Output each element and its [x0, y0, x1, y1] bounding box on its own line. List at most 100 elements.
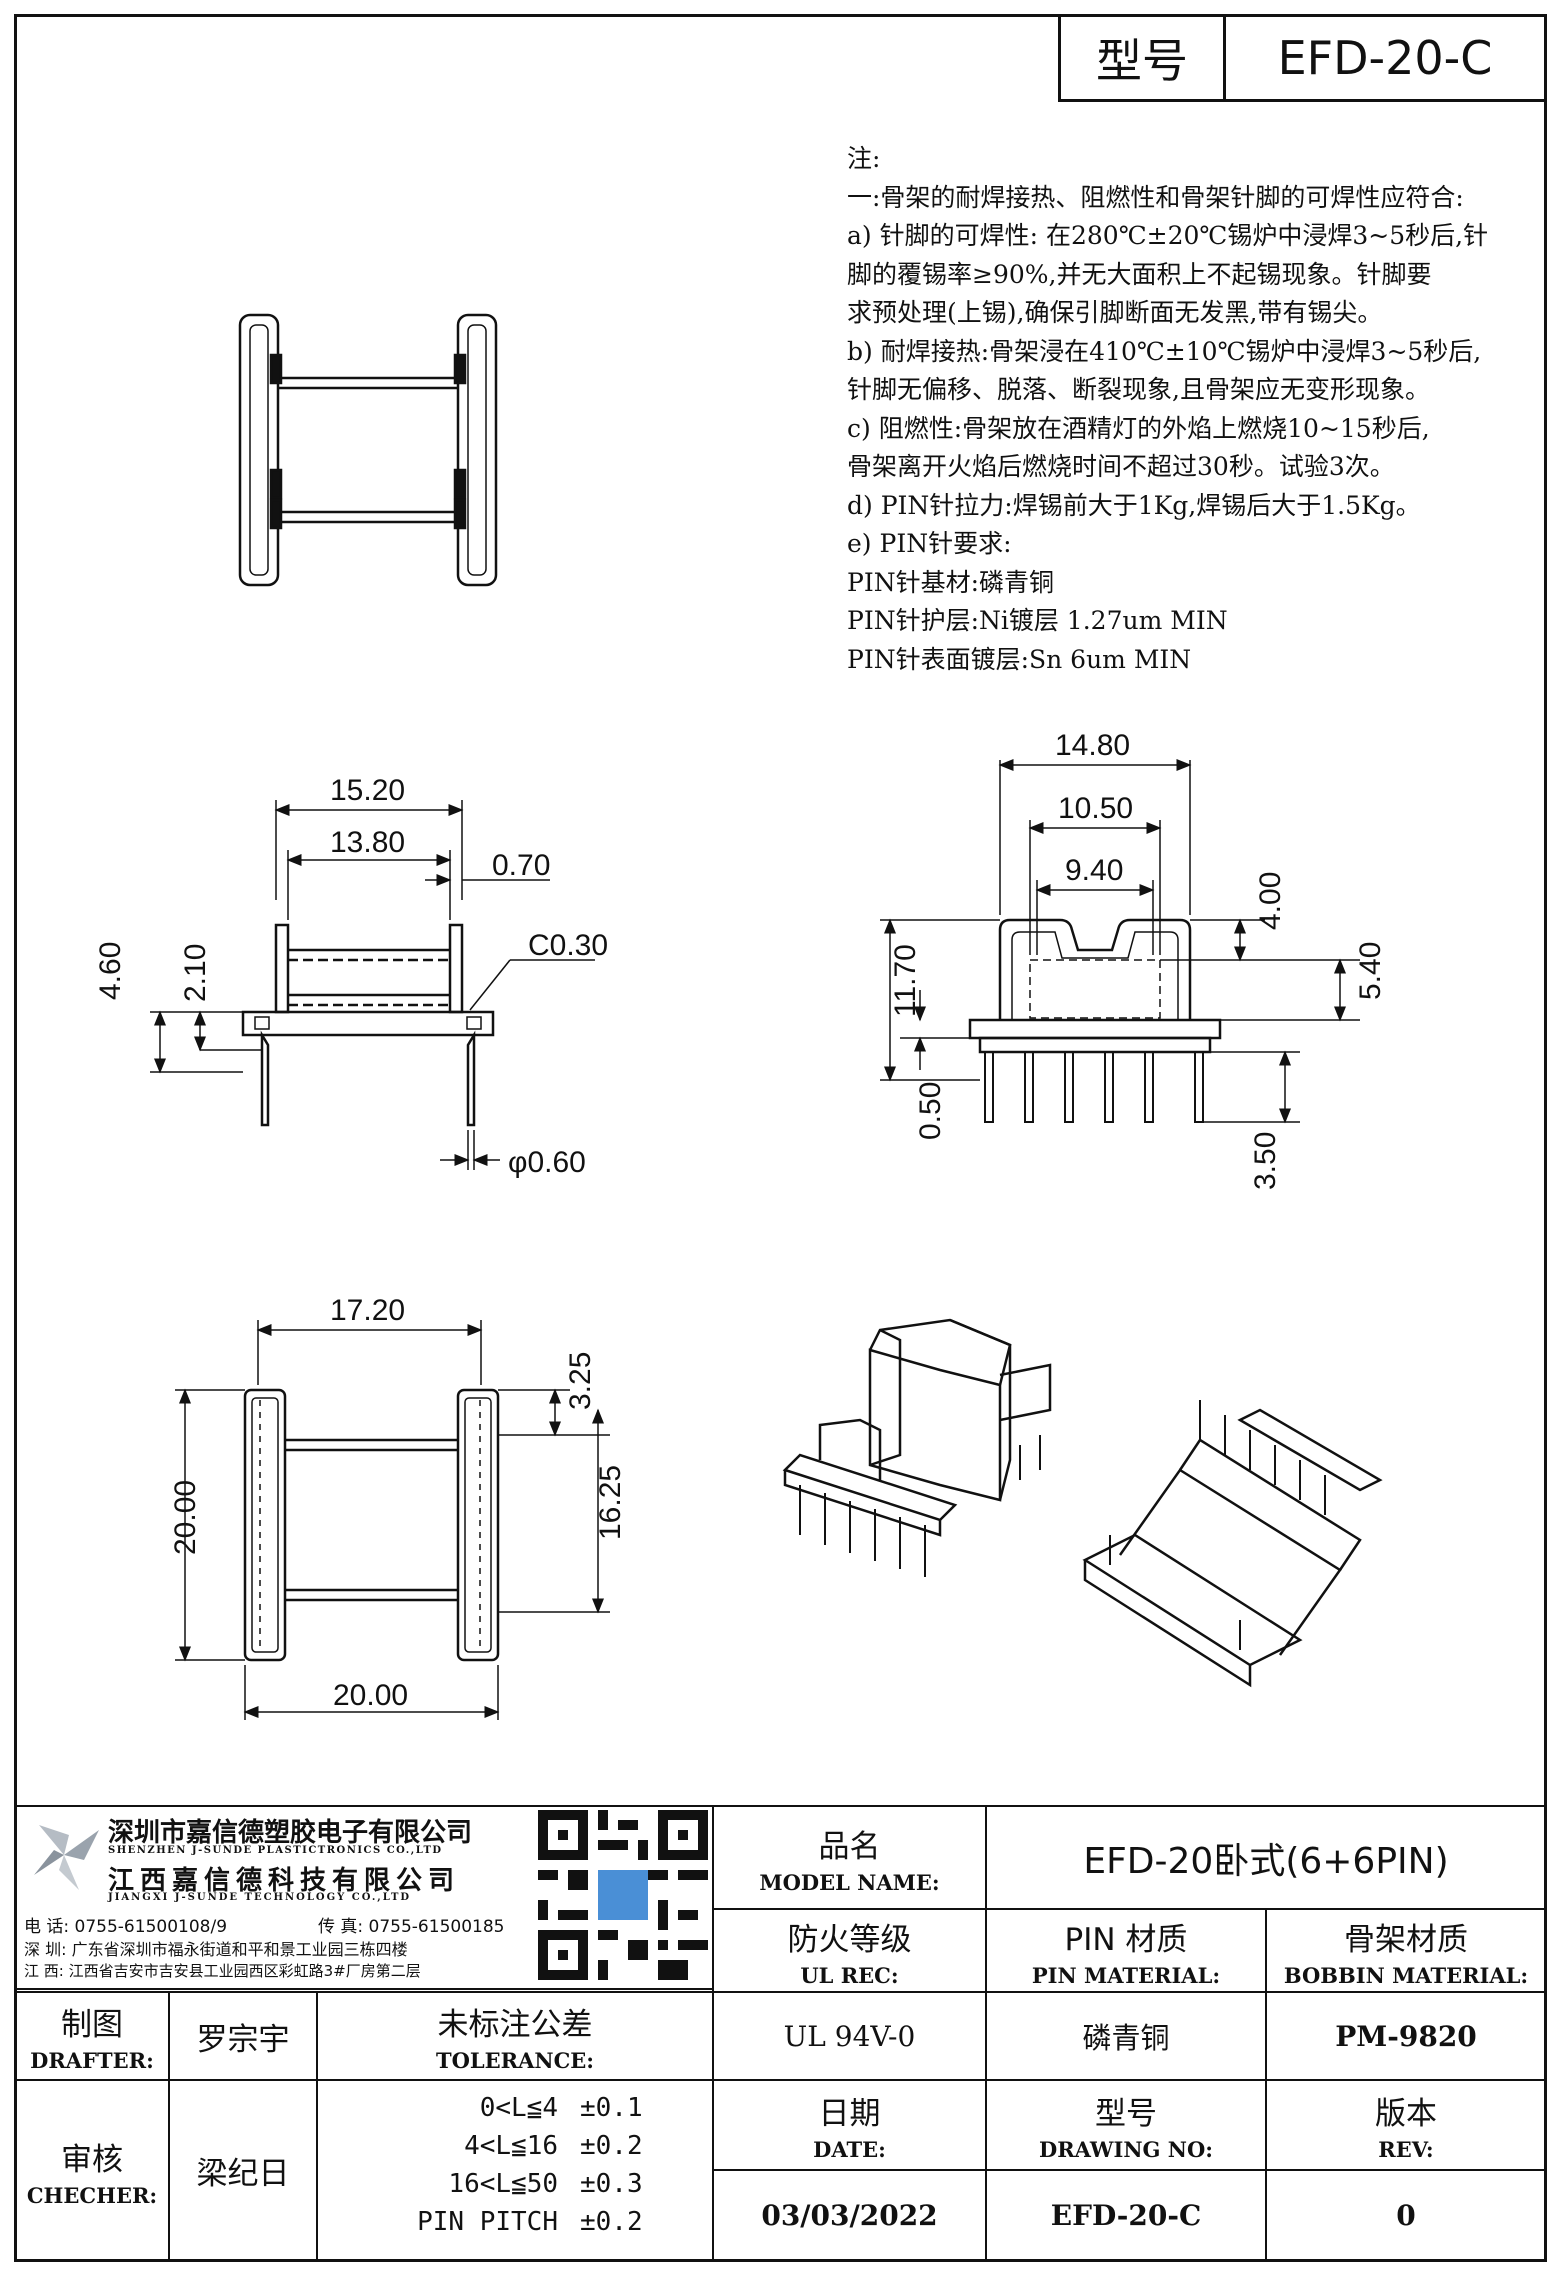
ul-en: UL REC: [800, 1962, 899, 1988]
front-view [150, 800, 595, 1170]
title-value-box: EFD-20-C [1223, 14, 1547, 102]
rev-en: REV: [1378, 2137, 1434, 2162]
company-name-jx-en: JIANGXI J-SUNDE TECHNOLOGY CO.,LTD [108, 1892, 412, 1903]
model-name-en: MODEL NAME: [759, 1869, 940, 1895]
dim-front-t: 0.70 [492, 849, 550, 882]
tolerance-value: ±0.2 [580, 2131, 643, 2161]
dim-side-w2: 10.50 [1058, 792, 1133, 825]
drawing-label-cell: 型号 DRAWING NO: [985, 2079, 1267, 2171]
title-label-box: 型号 [1058, 14, 1226, 102]
notes-block: 注: 一:骨架的耐焊接热、阻燃性和骨架针脚的可焊性应符合: a) 针脚的可焊性:… [847, 140, 1527, 679]
drafter-en: DRAFTER: [30, 2048, 154, 2073]
note-line: PIN针护层:Ni镀层 1.27um MIN [847, 606, 1228, 635]
tolerance-value: ±0.3 [580, 2169, 643, 2199]
rev-cn: 版本 [1375, 2096, 1437, 2132]
bobbin-value-cell: PM-9820 [1265, 1991, 1547, 2081]
tolerance-en: TOLERANCE: [435, 2048, 595, 2073]
rev-value: 0 [1396, 2199, 1416, 2232]
dim-side-h1: 4.00 [1254, 872, 1287, 930]
note-line: d) PIN针拉力:焊锡前大于1Kg,焊锡后大于1.5Kg。 [847, 490, 1421, 520]
top-view [238, 313, 498, 587]
company-name-sz-en: SHENZHEN J-SUNDE PLASTICTRONICS CO.,LTD [108, 1845, 443, 1856]
date-cn: 日期 [818, 2096, 881, 2132]
tolerance-label-cell: 未标注公差 TOLERANCE: [316, 1991, 714, 2081]
note-line: PIN针表面镀层:Sn 6um MIN [847, 644, 1192, 674]
dim-front-chamfer: C0.30 [528, 929, 608, 962]
pin-en: PIN MATERIAL: [1031, 1962, 1221, 1988]
pin-value: 磷青铜 [1082, 2021, 1170, 2055]
dim-side-h2: 5.40 [1354, 942, 1387, 1000]
ul-value: UL 94V-0 [783, 2019, 916, 2053]
dim-side-h-total: 11.70 [889, 944, 922, 1017]
note-line: c) 阻燃性:骨架放在酒精灯的外焰上燃烧10~15秒后, [847, 413, 1430, 443]
qr-code [538, 1810, 708, 1980]
note-line: b) 耐焊接热:骨架浸在410℃±10℃锡炉中浸焊3~5秒后, [847, 336, 1482, 366]
note-line: 针脚无偏移、脱落、断裂现象,且骨架应无变形现象。 [847, 375, 1430, 404]
ul-value-cell: UL 94V-0 [712, 1991, 987, 2081]
rev-label-cell: 版本 REV: [1265, 2079, 1547, 2171]
date-value-cell: 03/03/2022 [712, 2169, 987, 2262]
checker-label-cell: 审核 CHECHER: [14, 2079, 170, 2262]
note-line: PIN针基材:磷青铜 [847, 567, 1054, 597]
dim-bottom-h1: 3.25 [564, 1352, 597, 1410]
date-label-cell: 日期 DATE: [712, 2079, 987, 2171]
dim-front-w2: 13.80 [330, 826, 405, 859]
tolerance-range: PIN PITCH [417, 2207, 558, 2237]
bobbin-label-cell: 骨架材质 BOBBIN MATERIAL: [1265, 1908, 1547, 1993]
drafter-value-cell: 罗宗宇 [168, 1991, 318, 2081]
bottom-view [175, 1320, 610, 1720]
tolerance-value: ±0.2 [580, 2207, 643, 2237]
note-line: e) PIN针要求: [847, 529, 1012, 558]
dim-side-w1: 14.80 [1055, 729, 1130, 762]
bobbin-en: BOBBIN MATERIAL: [1283, 1962, 1529, 1988]
bobbin-value: PM-9820 [1335, 2019, 1477, 2053]
pin-value-cell: 磷青铜 [985, 1991, 1267, 2081]
technical-drawings: 15.20 13.80 0.70 4.60 2.10 C0.30 φ0.60 1… [94, 313, 1387, 1720]
model-name-label-cell: 品名 MODEL NAME: [712, 1805, 987, 1910]
dim-front-pin-d: φ0.60 [508, 1146, 586, 1179]
isometric-view-bottom [1082, 1400, 1383, 1688]
rev-value-cell: 0 [1265, 2169, 1547, 2262]
isometric-view-top [782, 1318, 1052, 1577]
title-label: 型号 [1096, 34, 1188, 88]
tolerance-cn: 未标注公差 [437, 2007, 593, 2043]
ul-cn: 防火等级 [787, 1921, 912, 1958]
company-addr-sz: 深 圳: 广东省深圳市福永街道和平和景工业园三栋四楼 [24, 1940, 408, 1959]
checker-value: 梁纪日 [196, 2156, 290, 2192]
note-line: 注: [847, 144, 881, 173]
checker-cn: 审核 [61, 2141, 123, 2178]
dim-front-h1: 4.60 [94, 942, 127, 1000]
tolerance-range: 4<L≦16 [464, 2131, 558, 2161]
company-addr-jx: 江 西: 江西省吉安市吉安县工业园西区彩虹路3#厂房第二层 [24, 1962, 421, 1980]
side-view [880, 759, 1360, 1124]
note-line: 骨架离开火焰后燃烧时间不超过30秒。试验3次。 [847, 452, 1395, 481]
title-value: EFD-20-C [1277, 31, 1493, 85]
date-en: DATE: [813, 2137, 886, 2162]
company-name-jx: 江西嘉信德科技有限公司 [108, 1866, 461, 1896]
checker-value-cell: 梁纪日 [168, 2079, 318, 2262]
note-line: a) 针脚的可焊性: 在280℃±20℃锡炉中浸焊3~5秒后,针 [847, 221, 1489, 250]
tolerance-value: ±0.1 [580, 2093, 643, 2123]
dim-bottom-h2: 16.25 [594, 1465, 627, 1540]
model-name-cn: 品名 [818, 1828, 881, 1865]
pin-label-cell: PIN 材质 PIN MATERIAL: [985, 1908, 1267, 1993]
date-value: 03/03/2022 [761, 2199, 938, 2232]
dim-bottom-w-top: 17.20 [330, 1294, 405, 1327]
dim-front-h2: 2.10 [179, 944, 212, 1002]
dim-bottom-h-total: 20.00 [169, 1480, 202, 1555]
tolerance-range: 0<L≦4 [479, 2093, 558, 2123]
ul-label-cell: 防火等级 UL REC: [712, 1908, 987, 1993]
pin-cn: PIN 材质 [1064, 1921, 1188, 1958]
drawing-value-cell: EFD-20-C [985, 2169, 1267, 2262]
dim-bottom-w-bottom: 20.00 [333, 1679, 408, 1712]
note-line: 脚的覆锡率≥90%,并无大面积上不起锡现象。针脚要 [847, 259, 1432, 289]
drawing-en: DRAWING NO: [1039, 2137, 1213, 2162]
company-fax: 传 真: 0755-61500185 [318, 1917, 505, 1937]
drawing-cn: 型号 [1095, 2096, 1157, 2132]
note-line: 一:骨架的耐焊接热、阻燃性和骨架针脚的可焊性应符合: [847, 182, 1464, 212]
model-name-value: EFD-20卧式(6+6PIN) [1083, 1840, 1449, 1882]
drafter-value: 罗宗宇 [196, 2021, 290, 2058]
company-phone: 电 话: 0755-61500108/9 [24, 1917, 228, 1937]
dim-side-h4: 3.50 [1249, 1132, 1282, 1190]
company-logo [24, 1815, 104, 1895]
